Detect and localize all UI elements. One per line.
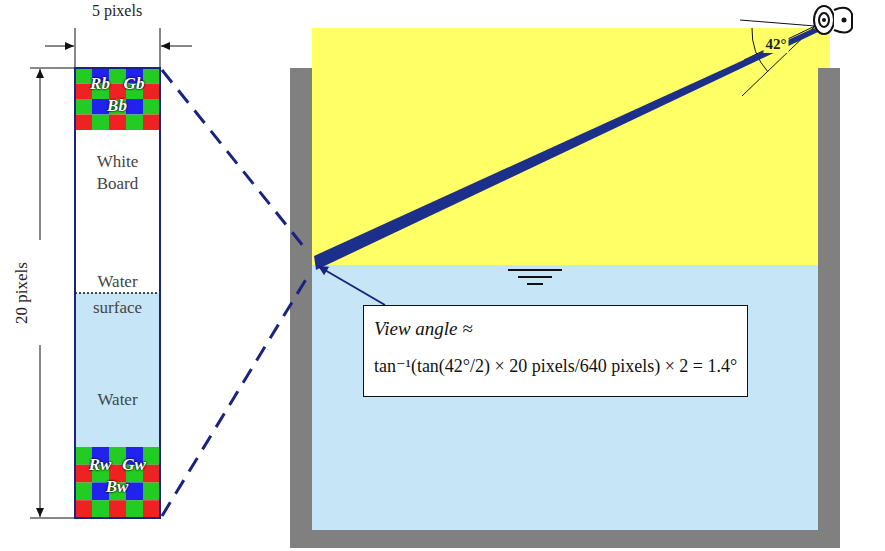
bayer-pixel [75,84,92,100]
pixel-strip: White BoardWater surfaceWater [74,67,161,519]
bayer-pixel [109,115,126,131]
bayer-pixel [109,500,126,518]
water-strip [75,293,160,518]
bayer-grid [75,68,160,130]
bayer-pixel [92,500,109,518]
pixel-label: Rb [90,74,110,94]
bayer-pixel [92,115,109,131]
camera-icon [814,6,852,34]
bayer-pixel [75,115,92,131]
formula-heading: View angle ≈ [374,314,737,344]
bayer-pixel [75,68,92,84]
strip-label: Water surface [76,269,159,321]
dimension-lines [30,28,192,518]
water-line [75,292,160,294]
dimension-label: 20 pixels [12,262,32,324]
bayer-pixel [143,84,160,100]
bayer-pixel [75,483,92,501]
strip-label: White Board [76,151,159,195]
pointer-arrow [318,266,385,305]
pixel-label: Bb [107,96,127,116]
tank-bottom [290,530,840,548]
bayer-pixel [143,115,160,131]
formula: tan⁻¹(tan(42°/2) × 20 pixels/640 pixels)… [374,344,737,388]
bayer-pixel [126,99,143,115]
pixel-label: Rw [89,455,112,475]
strip-label: Water [76,389,159,411]
bayer-pixel [143,483,160,501]
bayer-pixel [109,68,126,84]
view-beam [314,28,818,270]
bayer-pixel [126,115,143,131]
pixel-label: Bw [106,477,129,497]
water-region [312,265,818,530]
bayer-pixel [143,500,160,518]
pixel-label: Gw [122,455,146,475]
bayer-pixel [126,500,143,518]
bayer-pixel [75,99,92,115]
bayer-pixel [126,483,143,501]
tank-wall [290,68,312,548]
bayer-pixel [143,99,160,115]
bayer-pixel [92,99,109,115]
tank-wall [818,68,840,548]
bayer-grid [75,447,160,518]
white-board [75,68,160,293]
bayer-pixel [143,68,160,84]
pixel-label: Gb [124,74,145,94]
angle-label: 42° [764,36,789,53]
zoom-line [162,70,308,516]
formula-box: View angle ≈tan⁻¹(tan(42°/2) × 20 pixels… [363,305,748,397]
water-surface-symbol [508,270,562,284]
dimension-label: 5 pixels [92,2,142,20]
bayer-pixel [75,500,92,518]
